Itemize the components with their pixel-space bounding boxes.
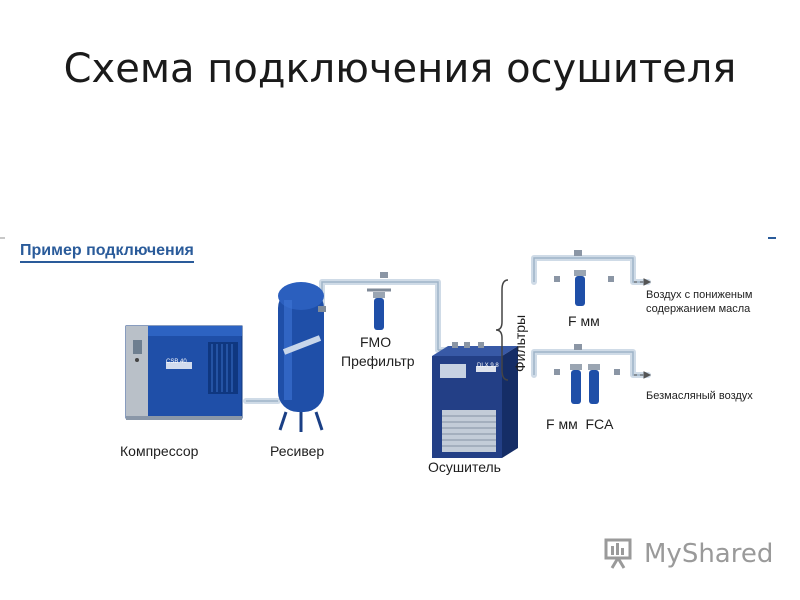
filter-upper — [574, 270, 586, 306]
watermark-text: MyShared — [644, 539, 774, 569]
output-arrow-lower — [634, 371, 652, 379]
pipe-upper-bypass — [531, 255, 651, 285]
dryer-label: Осушитель — [428, 459, 501, 475]
lower-output: Безмасляный воздух — [646, 390, 753, 402]
lower-line-filters: F мм FCA — [546, 416, 614, 432]
panel-edge-mark-top — [768, 237, 776, 239]
dryer-badge: DLX 9.8 — [477, 363, 499, 369]
prefilter-label: Префильтр — [341, 353, 415, 369]
upper-line-filters: F мм — [568, 313, 600, 329]
filters-label: Фильтры — [512, 314, 528, 372]
diagram-drawing — [125, 250, 652, 458]
receiver-tank — [278, 282, 326, 432]
prefilter-fmo — [367, 288, 391, 330]
connection-diagram: Пример подключения — [8, 230, 784, 480]
upper-output-line1: Воздух с пониженым — [646, 289, 753, 301]
diagram-heading: Пример подключения — [20, 242, 194, 263]
filter-lower-2 — [588, 364, 600, 404]
upper-output-line2: содержанием масла — [646, 303, 751, 315]
compressor-unit — [125, 325, 243, 420]
compressor-label: Компрессор — [120, 443, 199, 459]
receiver-label: Ресивер — [270, 443, 325, 459]
compressor-badge: CSB 40 — [166, 359, 187, 365]
output-arrow-upper — [634, 278, 652, 286]
filters-brace — [495, 279, 509, 381]
panel-edge-mark-left — [0, 237, 5, 239]
prefilter-code: FMO — [360, 334, 392, 350]
dryer-unit — [432, 346, 518, 458]
filter-lower-1 — [570, 364, 582, 404]
slide-title: Схема подключения осушителя — [63, 46, 737, 92]
watermark-logo-icon — [604, 538, 632, 569]
watermark: MyShared — [604, 537, 773, 571]
valves — [380, 250, 620, 375]
